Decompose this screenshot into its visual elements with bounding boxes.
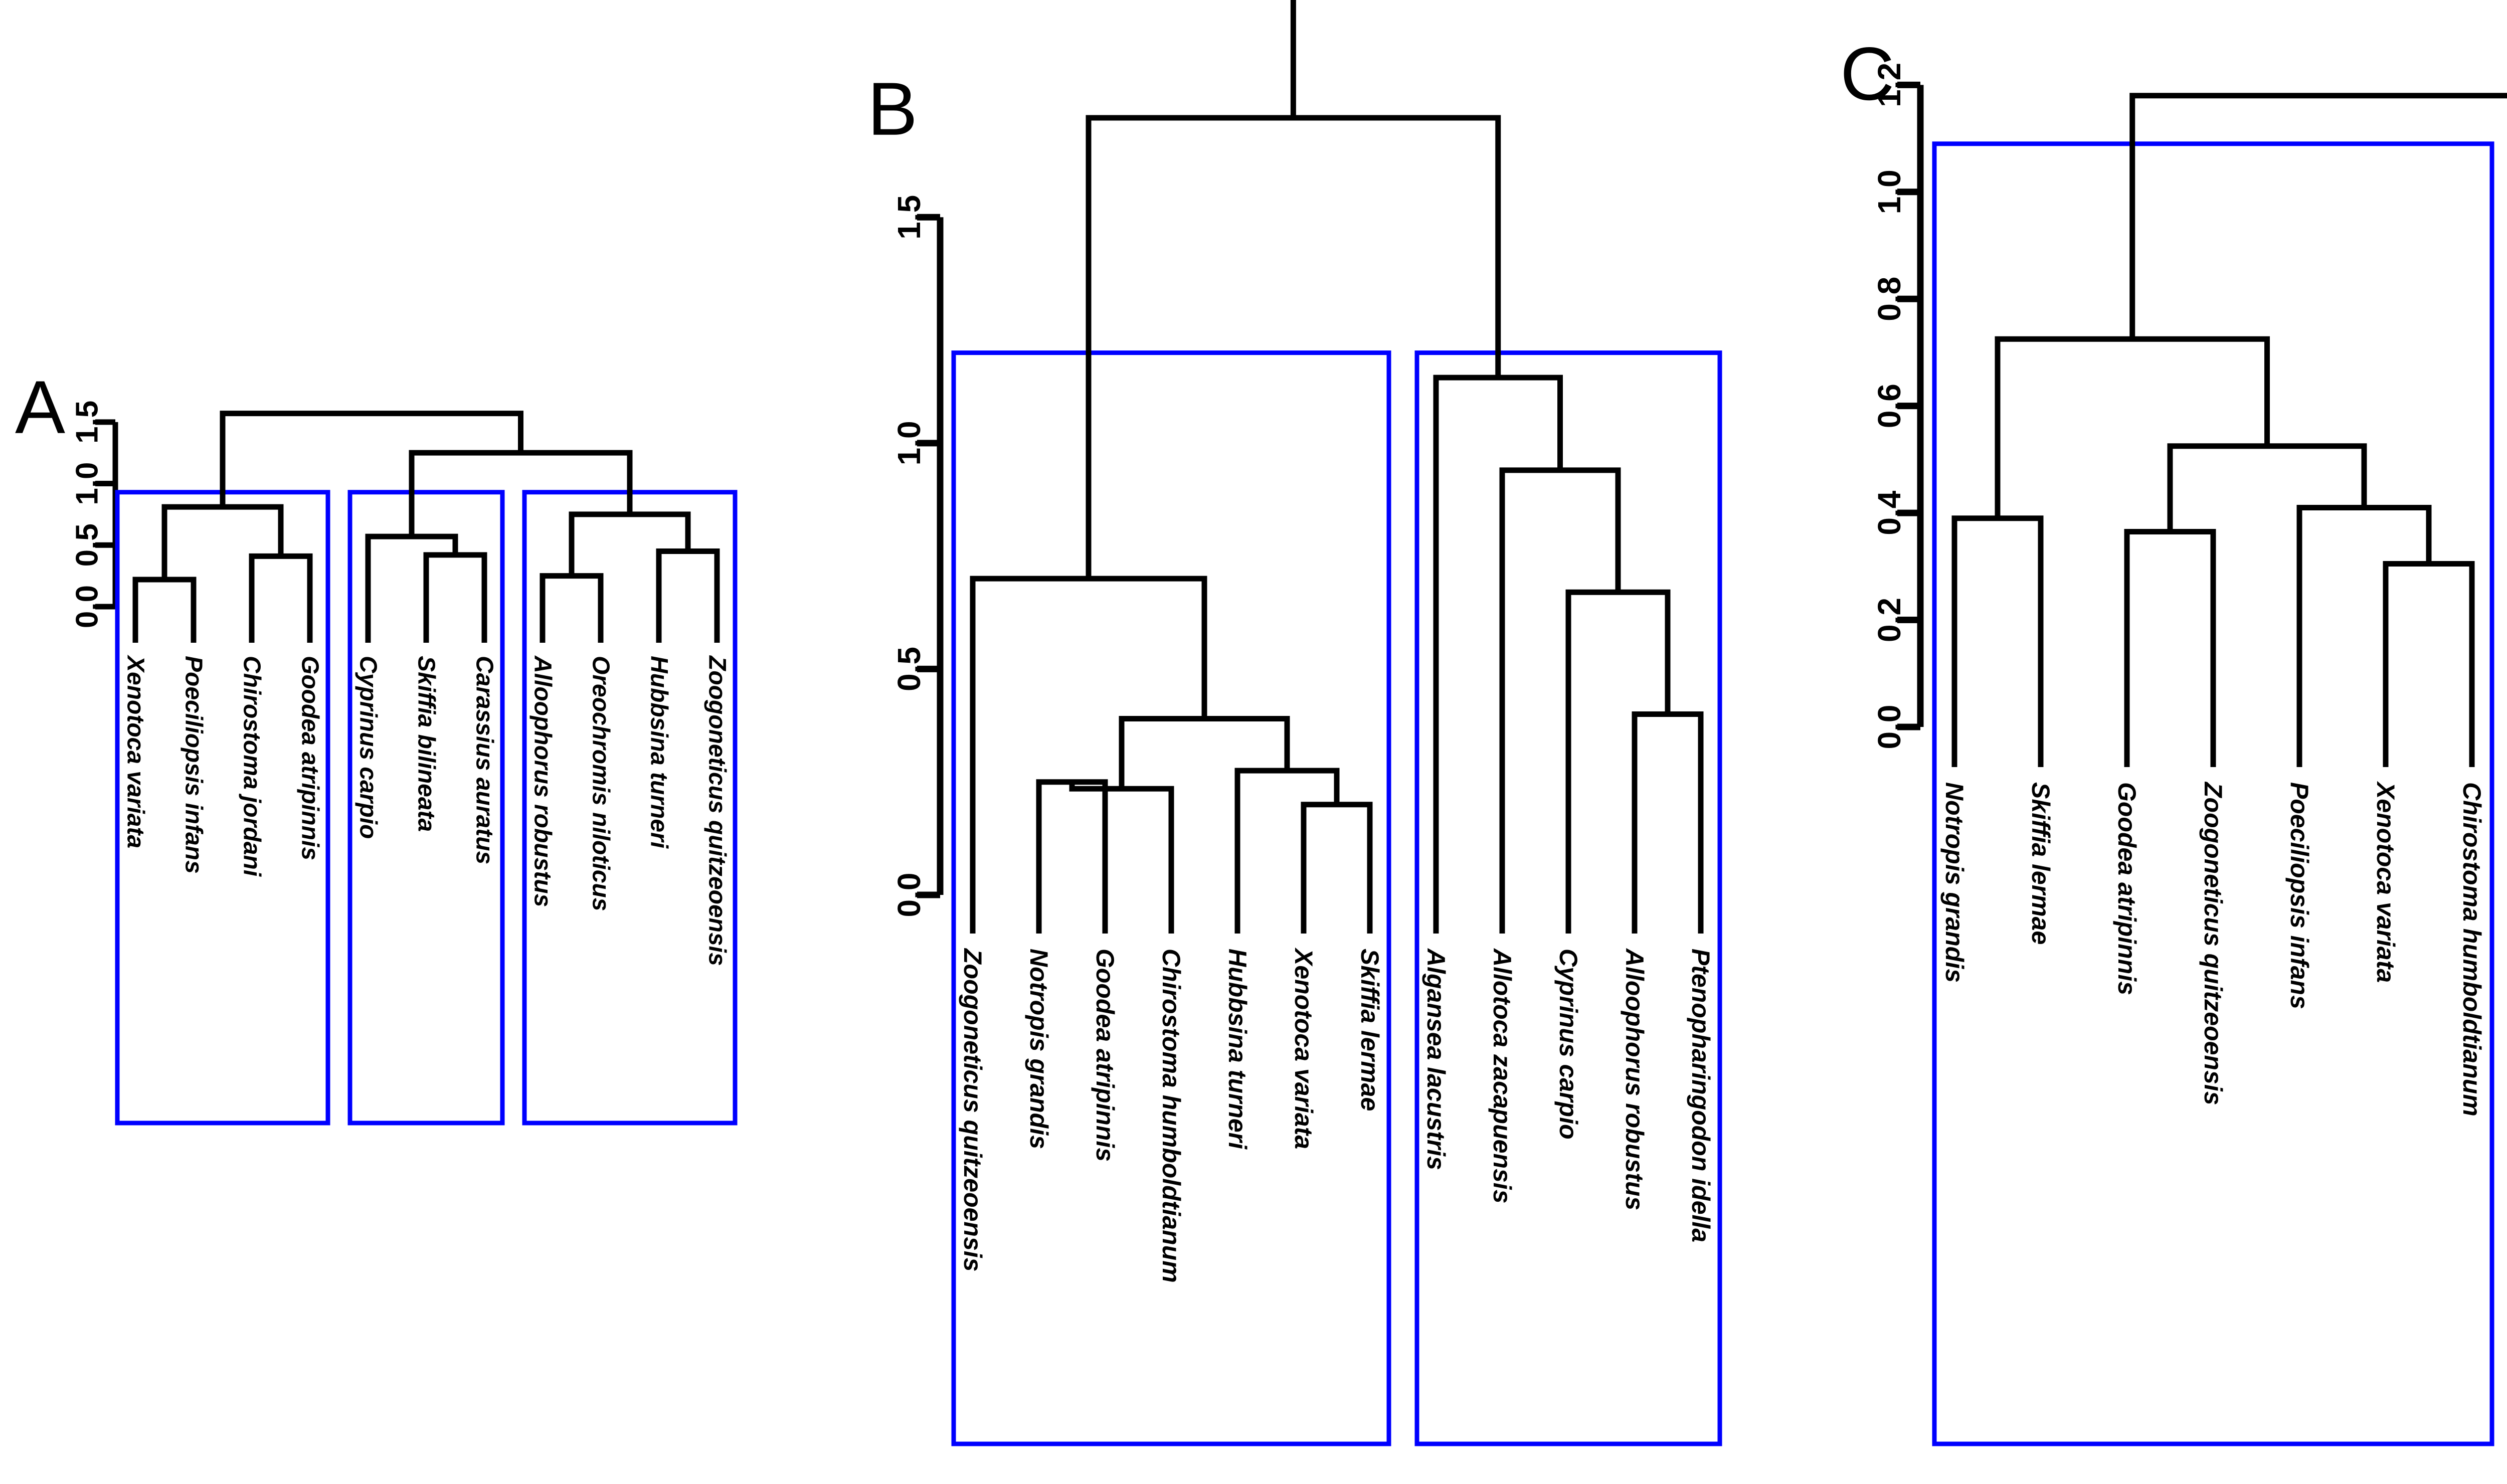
leaf-label: Cyprinus carpio [355, 656, 382, 839]
axis-tick-label: 0.8 [1871, 277, 1907, 321]
panel-letter: A [15, 365, 65, 449]
axis-tick-label: 1.0 [891, 421, 927, 465]
panel-c-plot: 0.0 0.2 0.4 0.6 0.8 1.0 1.2C Notropis grandis Sk… [1840, 32, 2507, 1446]
y-axis: 0.0 0.5 1.0 1.5 [70, 401, 118, 628]
axis-tick-label: 0.4 [1871, 490, 1907, 535]
leaf-label: Skiffia lermae [1356, 949, 1384, 1111]
dendrogram-link [970, 576, 1207, 895]
leaf-stems [132, 607, 720, 643]
axis-tick-label: 1.0 [70, 462, 105, 505]
leaf-labels: Zoogoneticus quitzeoensis Notropis grandi… [959, 947, 1715, 1283]
dendrogram-link [1036, 779, 1108, 895]
leaf-label: Skiffia bilineata [413, 656, 440, 832]
axis-tick-label: 1.0 [1871, 169, 1907, 214]
dendrogram-links [132, 411, 720, 607]
panel-a-plot: 0.0 0.5 1.0 1.5A Xenotoca variata Poeciliopsi… [15, 365, 738, 1126]
leaf-stems [1951, 727, 2475, 767]
leaf-label: Ptenopharingodon idella [1687, 949, 1715, 1242]
axis-tick-label: 0.0 [891, 873, 927, 917]
leaf-stems [970, 895, 1704, 934]
axis-tick-label: 0.2 [1871, 598, 1907, 642]
dendrogram-links [1951, 93, 2507, 727]
cluster-boxes [951, 350, 1722, 1446]
leaf-label: Hubbsina turneri [1223, 949, 1251, 1150]
panel-letter: B [867, 67, 918, 151]
leaf-label: Goodea atripinnis [1091, 949, 1119, 1162]
dendrogram-link [1234, 768, 1340, 895]
y-axis: 0.0 0.5 1.0 1.5 [891, 195, 944, 917]
leaf-label: Zoogoneticus quitzeoensis [959, 948, 987, 1271]
dendrogram-link [1301, 802, 1373, 895]
dendrogram-link [1433, 375, 1563, 895]
dendrogram-link [569, 511, 691, 576]
leaf-label: Xenotoca variata [122, 654, 149, 848]
dendrogram-link [365, 533, 458, 607]
panel-letter: C [1840, 32, 1894, 116]
dendrogram-link [249, 553, 313, 607]
leaf-label: Chirostoma humboldtianum [2458, 782, 2486, 1117]
dendrogram-link [1119, 716, 1290, 789]
dendrogram-link [1951, 515, 2044, 727]
leaf-label: Poeciliopsis infans [181, 656, 207, 874]
dendrogram-link [132, 577, 197, 607]
cluster-box [951, 350, 1391, 1446]
dendrogram-link [656, 548, 720, 607]
cluster-box [347, 490, 505, 1126]
leaf-labels: Notropis grandis Skiffia lermae Goodea atr… [1940, 781, 2486, 1117]
leaf-label: Allotoca zacapuensis [1488, 948, 1516, 1204]
dendrogram-links [970, 0, 1704, 895]
leaf-label: Chirostoma humboldtianum [1157, 949, 1185, 1283]
dendrogram-link [2124, 528, 2216, 727]
axis-tick-label: 0.5 [891, 647, 927, 691]
leaf-label: Alloophorus robustus [529, 655, 556, 907]
leaf-labels: Xenotoca variata Poeciliopsis infans Chiro… [122, 654, 731, 966]
dendrogram-link [540, 573, 604, 607]
dendrogram-link [1632, 711, 1704, 895]
dendrogram-link [1499, 467, 1621, 895]
dendrogram-link [1565, 589, 1671, 895]
leaf-label: Poeciliopsis infans [2285, 782, 2313, 1009]
dendrogram-link [2383, 561, 2475, 727]
dendrogram-link [220, 411, 523, 507]
axis-tick-label: 0.0 [70, 585, 105, 628]
leaf-label: Notropis grandis [1940, 782, 1968, 983]
dendrogram-link [2296, 504, 2432, 727]
leaf-label: Zoogoneticus quitzeoensis [704, 655, 731, 966]
leaf-label: Oreochromis niloticus [588, 656, 614, 911]
leaf-label: Xenotoca variata [1290, 947, 1318, 1149]
leaf-label: Chirostoma jordani [239, 656, 265, 877]
panel-b: 0.0 0.5 1.0 1.5 B Zoogoneticus quitzeoensis No… [852, 0, 1820, 1484]
cluster-boxes [1932, 141, 2494, 1446]
dendrogram-link [2167, 443, 2367, 532]
y-axis: 0.0 0.2 0.4 0.6 0.8 1.0 1.2 [1871, 63, 1924, 750]
panel-b-plot: 0.0 0.5 1.0 1.5 B Zoogoneticus quitzeoensis No… [867, 0, 1722, 1446]
leaf-label: Notropis grandis [1025, 949, 1053, 1149]
axis-tick-label: 0.6 [1871, 384, 1907, 428]
leaf-label: Goodea atripinnis [297, 656, 323, 860]
dendrogram-link [1995, 336, 2270, 518]
leaf-label: Zoogoneticus quitzeoensis [2199, 781, 2227, 1105]
dendrogram-link [1069, 782, 1174, 895]
dendrogram-link [161, 504, 284, 580]
leaf-label: Goodea atripinnis [2113, 782, 2141, 995]
leaf-label: Carassius auratus [471, 656, 498, 864]
axis-tick-label: 1.2 [1871, 63, 1907, 107]
cluster-box [1932, 141, 2494, 1446]
dendrogram-link [2129, 93, 2507, 339]
cluster-box [1414, 350, 1722, 1446]
leaf-label: Alloophorus robustus [1621, 948, 1649, 1210]
leaf-label: Xenotoca variata [2372, 781, 2400, 983]
dendrogram-link [409, 450, 633, 537]
axis-tick-label: 1.5 [70, 401, 105, 444]
leaf-label: Cyprinus carpio [1554, 949, 1582, 1140]
leaf-label: Skiffia lermae [2027, 782, 2055, 945]
axis-tick-label: 0.5 [70, 523, 105, 567]
axis-tick-label: 0.0 [1871, 705, 1907, 750]
leaf-label: Algansea lacustris [1422, 948, 1450, 1170]
axis-tick-label: 1.5 [891, 195, 927, 240]
leaf-label: Hubbsina turneri [646, 656, 672, 849]
dendrogram-link [423, 552, 487, 607]
